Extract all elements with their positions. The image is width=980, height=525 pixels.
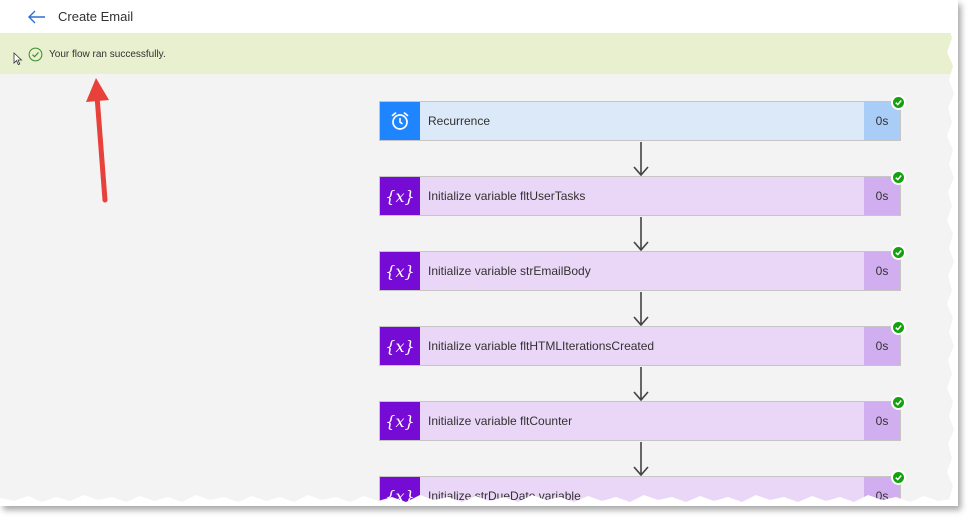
variable-glyph: {x} [385, 261, 415, 281]
torn-edge-right [947, 0, 958, 506]
back-arrow-icon [28, 10, 45, 23]
success-check-icon [891, 95, 906, 110]
mouse-pointer-icon [13, 52, 23, 66]
step-label: Initialize variable fltHTMLIterationsCre… [428, 339, 655, 353]
success-check-icon [28, 47, 43, 61]
back-button[interactable] [26, 6, 48, 28]
variable-icon: {x} [380, 402, 420, 440]
annotation-arrow [86, 78, 109, 203]
variable-icon: {x} [380, 177, 420, 215]
flow-run-page: Create Email Your flow ran successfully.… [0, 0, 958, 506]
success-check-icon [891, 470, 906, 485]
step-label: Initialize variable strEmailBody [428, 264, 591, 278]
connector-arrow [633, 292, 649, 327]
connector-arrow [633, 367, 649, 402]
connector-arrow [633, 142, 649, 177]
top-bar: Create Email [0, 0, 958, 34]
variable-glyph: {x} [385, 336, 415, 356]
step-label: Initialize variable fltUserTasks [428, 189, 586, 203]
success-check-icon [891, 320, 906, 335]
success-check-icon [891, 245, 906, 260]
torn-edge-bottom [0, 495, 958, 506]
connector-arrow [633, 442, 649, 477]
step-label: Recurrence [428, 114, 491, 128]
variable-glyph: {x} [385, 186, 415, 206]
page-title: Create Email [58, 9, 134, 24]
variable-glyph: {x} [385, 411, 415, 431]
success-check-icon [891, 170, 906, 185]
variable-icon: {x} [380, 252, 420, 290]
variable-icon: {x} [380, 327, 420, 365]
success-message: Your flow ran successfully. [49, 48, 166, 60]
success-banner: Your flow ran successfully. [0, 34, 958, 74]
alarm-clock-icon [380, 102, 420, 140]
success-check-icon [891, 395, 906, 410]
connector-arrow [633, 217, 649, 252]
step-label: Initialize variable fltCounter [428, 414, 573, 428]
flow-step[interactable]: {x} Initialize variable fltHTMLIterations… [379, 326, 901, 366]
